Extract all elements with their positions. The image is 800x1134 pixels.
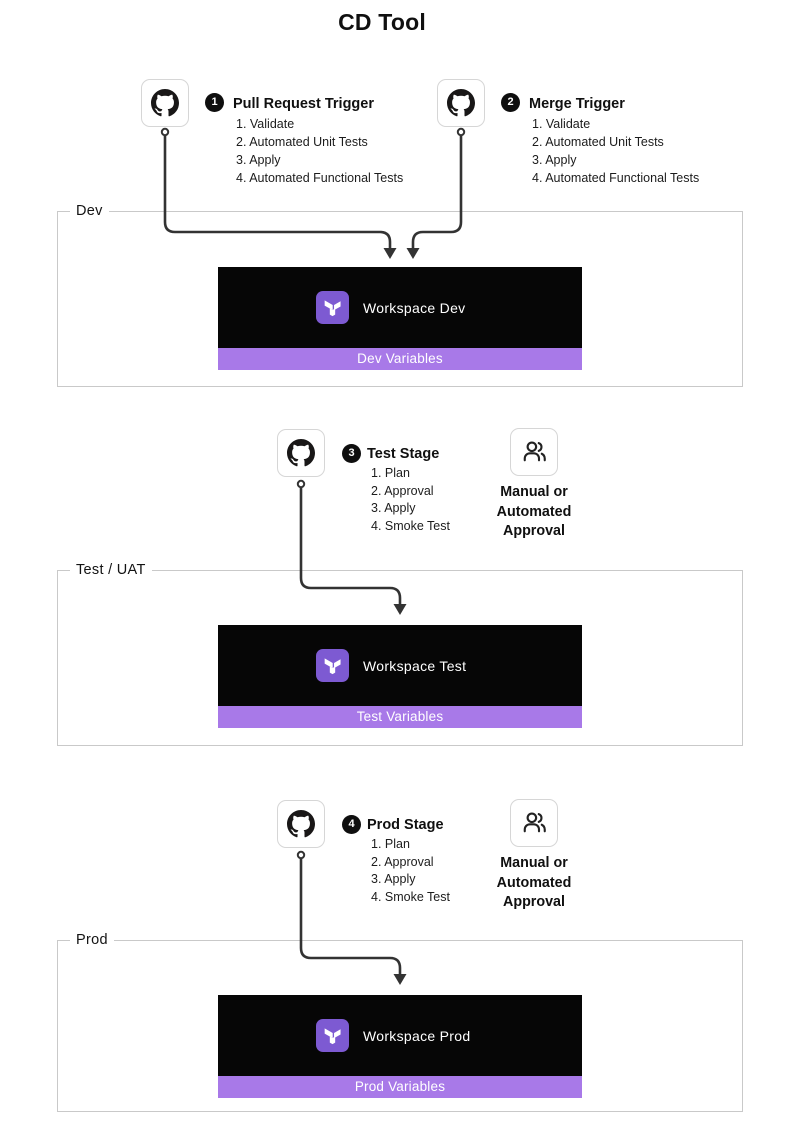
- trigger-step: 4. Automated Functional Tests: [236, 171, 404, 185]
- env-section-dev: Dev: [57, 203, 743, 387]
- trigger-step: 1. Validate: [532, 117, 591, 131]
- connector-origin-dot: [160, 127, 170, 137]
- trigger-step: 2. Automated Unit Tests: [532, 135, 664, 149]
- trigger-step: 2. Automated Unit Tests: [236, 135, 368, 149]
- trigger-step: 3. Apply: [236, 153, 281, 167]
- env-label-test-uat: Test / UAT: [70, 562, 152, 579]
- github-node-merge: [437, 79, 485, 127]
- github-octocat-icon: [151, 89, 179, 117]
- github-octocat-icon: [447, 89, 475, 117]
- workspace-card-dev: Workspace Dev Dev Variables: [218, 267, 582, 370]
- connector-origin-dot: [296, 850, 306, 860]
- variables-bar: Dev Variables: [218, 348, 582, 370]
- step-number-badge: 1: [205, 93, 224, 112]
- step-number-badge: 4: [342, 815, 361, 834]
- people-icon: [523, 812, 546, 833]
- stage-title-test: Test Stage: [367, 446, 440, 462]
- trigger-steps-pull-request: 1. Validate 2. Automated Unit Tests 3. A…: [236, 115, 403, 187]
- github-node-pull-request: [141, 79, 189, 127]
- env-label-dev: Dev: [70, 203, 109, 220]
- github-node-test-stage: [277, 429, 325, 477]
- stage-step: 3. Apply: [371, 872, 416, 886]
- stage-title-prod: Prod Stage: [367, 817, 444, 833]
- github-octocat-icon: [287, 810, 315, 838]
- workspace-title: Workspace Dev: [363, 299, 466, 316]
- stage-steps-test: 1. Plan 2. Approval 3. Apply 4. Smoke Te…: [371, 465, 450, 535]
- terraform-icon: [316, 1019, 349, 1052]
- workspace-card-prod: Workspace Prod Prod Variables: [218, 995, 582, 1098]
- trigger-step: 3. Apply: [532, 153, 577, 167]
- stage-step: 1. Plan: [371, 837, 410, 851]
- stage-steps-prod: 1. Plan 2. Approval 3. Apply 4. Smoke Te…: [371, 836, 450, 906]
- stage-step: 2. Approval: [371, 483, 434, 498]
- workspace-card-test: Workspace Test Test Variables: [218, 625, 582, 728]
- variables-bar: Prod Variables: [218, 1076, 582, 1098]
- terraform-icon: [316, 291, 349, 324]
- trigger-title-merge: Merge Trigger: [529, 96, 625, 112]
- workspace-body: Workspace Test: [218, 625, 582, 706]
- step-number-badge: 2: [501, 93, 520, 112]
- page-title: CD Tool: [338, 9, 426, 35]
- approval-node-prod: [510, 799, 558, 847]
- terraform-icon: [316, 649, 349, 682]
- env-label-prod: Prod: [70, 932, 114, 949]
- stage-step: 1. Plan: [371, 466, 410, 480]
- people-icon: [523, 441, 546, 462]
- approval-label-test: Manual or Automated Approval: [496, 484, 572, 539]
- approval-node-test: [510, 428, 558, 476]
- trigger-steps-merge: 1. Validate 2. Automated Unit Tests 3. A…: [532, 115, 699, 187]
- github-node-prod-stage: [277, 800, 325, 848]
- trigger-step: 1. Validate: [236, 117, 295, 131]
- stage-step: 4. Smoke Test: [371, 889, 450, 904]
- stage-step: 2. Approval: [371, 854, 434, 869]
- stage-step: 3. Apply: [371, 501, 416, 515]
- stage-step: 4. Smoke Test: [371, 518, 450, 533]
- variables-bar: Test Variables: [218, 706, 582, 728]
- workspace-body: Workspace Prod: [218, 995, 582, 1076]
- workspace-title: Workspace Test: [363, 657, 467, 674]
- connector-origin-dot: [456, 127, 466, 137]
- connector-origin-dot: [296, 479, 306, 489]
- trigger-title-pull-request: Pull Request Trigger: [233, 96, 374, 112]
- step-number-badge: 3: [342, 444, 361, 463]
- approval-label-prod: Manual or Automated Approval: [496, 855, 572, 910]
- github-octocat-icon: [287, 439, 315, 467]
- trigger-step: 4. Automated Functional Tests: [532, 171, 700, 185]
- workspace-title: Workspace Prod: [363, 1027, 471, 1044]
- workspace-body: Workspace Dev: [218, 267, 582, 348]
